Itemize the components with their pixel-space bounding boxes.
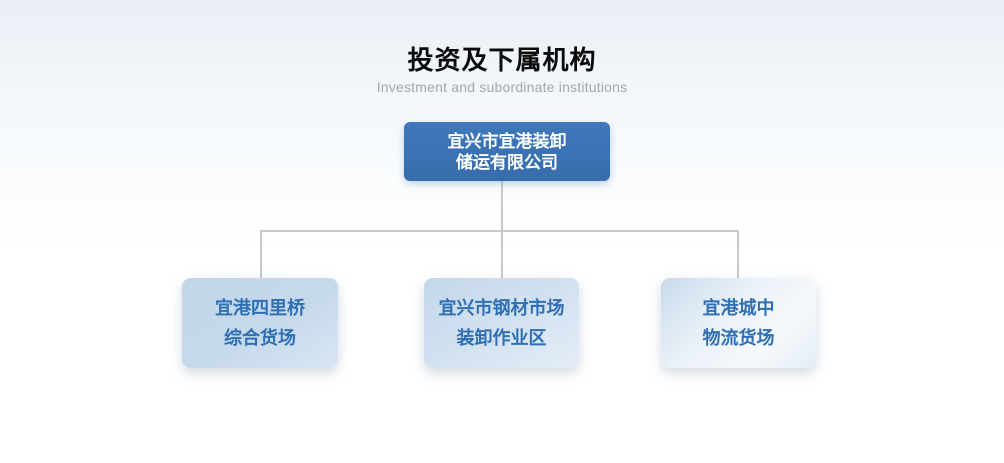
- org-node-child-1-line1: 宜港四里桥: [215, 298, 305, 318]
- org-node-root: 宜兴市宜港装卸 储运有限公司: [404, 122, 610, 181]
- org-node-child-steel-market: 宜兴市钢材市场 装卸作业区: [424, 278, 579, 368]
- org-node-child-silidqiao: 宜港四里桥 综合货场: [182, 278, 338, 368]
- page-title: 投资及下属机构: [407, 45, 597, 75]
- org-node-child-1-line2: 综合货场: [224, 328, 296, 348]
- org-node-child-3-line2: 物流货场: [702, 328, 775, 348]
- org-node-child-chengzhong-logistics: 宜港城中 物流货场: [661, 278, 816, 368]
- org-node-child-2-line2: 装卸作业区: [456, 328, 547, 348]
- connector-root-vertical: [501, 181, 503, 278]
- org-node-root-line1: 宜兴市宜港装卸: [447, 132, 567, 151]
- connector-horizontal: [261, 230, 739, 232]
- page-subtitle: Investment and subordinate institutions: [376, 79, 628, 95]
- chart-header: 投资及下属机构 Investment and subordinate insti…: [0, 44, 1004, 96]
- org-node-root-line2: 储运有限公司: [456, 153, 558, 172]
- connector-right-vertical: [737, 230, 739, 278]
- connector-left-vertical: [260, 230, 262, 278]
- org-node-child-2-line1: 宜兴市钢材市场: [438, 298, 565, 318]
- org-node-child-3-line1: 宜港城中: [702, 298, 775, 318]
